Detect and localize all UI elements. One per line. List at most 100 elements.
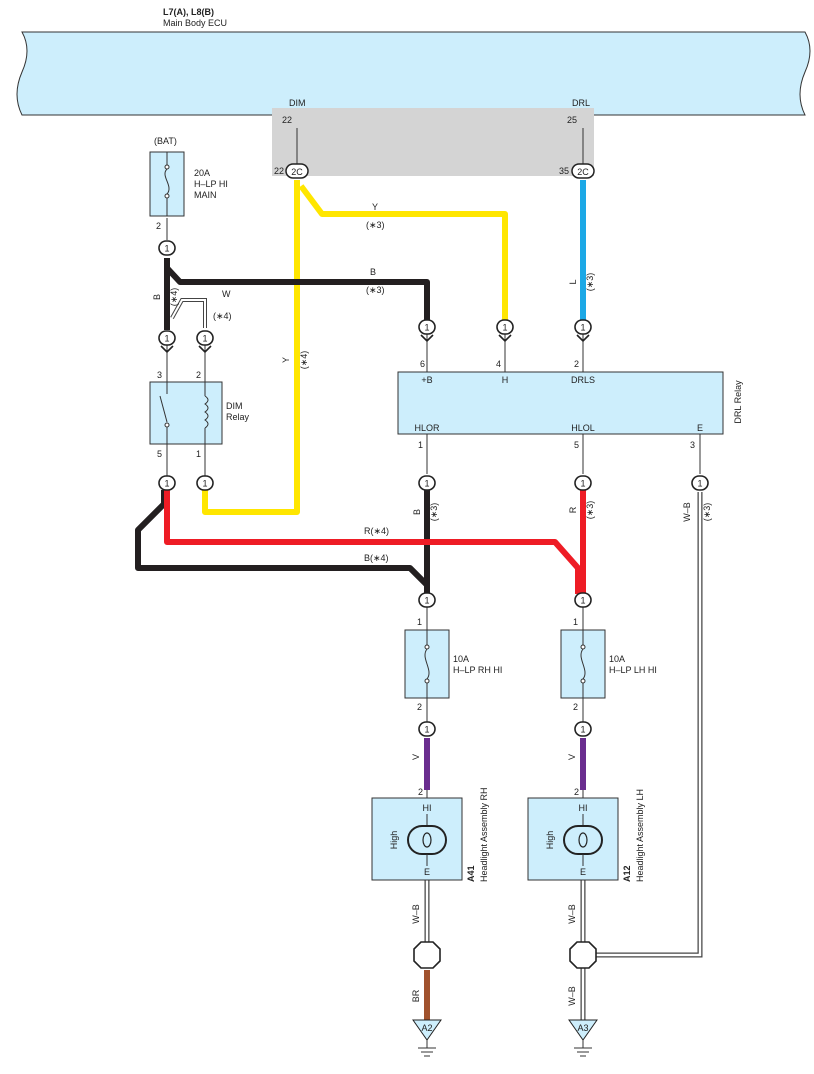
ecu-connector-drl: 2C xyxy=(571,163,595,179)
wire-label-br: BR xyxy=(411,989,421,1002)
wire-label-b-rh-note: (∗3) xyxy=(429,503,439,522)
headlight-rh xyxy=(371,797,463,881)
junction-connector: 1 xyxy=(196,330,214,354)
splice-lh xyxy=(569,941,597,969)
ecu-title: L7(A), L8(B) xyxy=(163,7,214,17)
junction-label: 1 xyxy=(424,725,429,735)
junction-label: 1 xyxy=(202,479,207,489)
fuse-rh-rating: 10A xyxy=(453,654,469,664)
ecu-drl-top-pin: 25 xyxy=(567,115,577,125)
junction-label: 1 xyxy=(697,479,702,489)
fuse-rh-name: H–LP RH HI xyxy=(453,665,502,675)
headlight-rh-hi: HI xyxy=(423,803,432,813)
fuse-main-name-2: MAIN xyxy=(194,190,217,200)
dim-relay-pin-1: 1 xyxy=(196,449,201,459)
junction-connector: 1 xyxy=(574,592,592,608)
junction-label: 1 xyxy=(580,596,585,606)
junction-connector: 1 xyxy=(691,475,709,491)
splice-rh xyxy=(413,941,441,969)
headlight-lh-id: A12 xyxy=(622,865,632,882)
ecu-drl-bottom-pin: 35 xyxy=(559,166,569,176)
junction-connectors: 1 1 1 1 1 1 1 1 1 1 1 1 1 1 1 xyxy=(158,240,709,737)
junction-label: 1 xyxy=(164,334,169,344)
fuse-main-pin: 2 xyxy=(156,221,161,231)
wire-black-b4 xyxy=(135,490,430,588)
drl-relay-label-hlor: HLOR xyxy=(414,423,440,433)
wire-label-wb-lh2: W–B xyxy=(567,986,577,1006)
drl-relay xyxy=(397,371,724,435)
fuse-lh-name: H–LP LH HI xyxy=(609,665,657,675)
headlight-rh-name: Headlight Assembly RH xyxy=(479,787,489,882)
headlight-lh-name: Headlight Assembly LH xyxy=(635,789,645,882)
headlight-lh-e: E xyxy=(580,867,586,877)
junction-connector: 1 xyxy=(158,475,176,491)
junction-label: 1 xyxy=(424,479,429,489)
fuse-lh-pin-top: 1 xyxy=(573,617,578,627)
junction-connector: 1 xyxy=(418,721,436,737)
drl-relay-pin-5: 5 xyxy=(574,440,579,450)
wire-label-w: W xyxy=(222,289,231,299)
junction-connector: 1 xyxy=(418,475,436,491)
junction-connector: 1 xyxy=(496,319,514,343)
drl-relay-name: DRL Relay xyxy=(733,380,743,424)
junction-label: 1 xyxy=(580,725,585,735)
wire-label-l-note: (∗3) xyxy=(585,273,595,292)
headlight-lh-pin: 2 xyxy=(574,787,579,797)
fuse-rh-pin-top: 1 xyxy=(417,617,422,627)
junction-connector: 1 xyxy=(574,721,592,737)
fuse-main-name-1: H–LP HI xyxy=(194,179,228,189)
wire-label-r: R xyxy=(568,506,578,513)
headlight-rh-id: A41 xyxy=(466,865,476,882)
junction-connector: 1 xyxy=(158,240,176,256)
dim-relay-name-2: Relay xyxy=(226,412,250,422)
headlight-rh-pin: 2 xyxy=(418,787,423,797)
fuse-main-rating: 20A xyxy=(194,168,210,178)
pin-leads xyxy=(166,218,701,798)
drl-relay-label-e: E xyxy=(697,423,703,433)
wire-label-l: L xyxy=(568,279,578,284)
junction-label: 1 xyxy=(580,323,585,333)
drl-relay-pin-6: 6 xyxy=(420,359,425,369)
dim-relay-pin-2: 2 xyxy=(196,370,201,380)
fuse-lh-pin-bottom: 2 xyxy=(573,702,578,712)
ground-lh-label: A3 xyxy=(577,1023,588,1033)
dim-relay-pin-3: 3 xyxy=(157,370,162,380)
wire-yellow-h xyxy=(298,184,508,320)
wire-label-b-rh: B xyxy=(412,509,422,515)
fuse-main xyxy=(149,151,185,217)
headlight-lh xyxy=(527,797,619,881)
ecu-connector-dim: 2C xyxy=(285,163,309,179)
wire-label-wb-lh: W–B xyxy=(567,904,577,924)
junction-connector: 1 xyxy=(158,330,176,354)
drl-relay-label-h: H xyxy=(502,375,509,385)
main-body-ecu xyxy=(16,31,811,116)
ground-rh-icon xyxy=(412,1019,442,1057)
dim-relay xyxy=(149,381,223,445)
junction-label: 1 xyxy=(202,334,207,344)
wire-label-w-note: (∗4) xyxy=(213,311,232,321)
ecu-drl-label: DRL xyxy=(572,98,590,108)
wire-label-b-left-note: (∗4) xyxy=(169,288,179,307)
ecu-connector-block xyxy=(272,108,594,176)
ground-rh-label: A2 xyxy=(421,1023,432,1033)
wire-label-y: Y xyxy=(372,202,378,212)
wire-label-r-note: (∗3) xyxy=(585,501,595,520)
drl-relay-label-b: +B xyxy=(421,375,432,385)
wire-label-b4: B(∗4) xyxy=(364,553,389,563)
fuse-rh xyxy=(404,629,450,699)
headlight-lh-mode: High xyxy=(545,831,555,850)
headlight-rh-mode: High xyxy=(389,831,399,850)
wire-label-v-lh: V xyxy=(567,754,577,760)
dim-relay-pin-5: 5 xyxy=(157,449,162,459)
ground-lh-icon xyxy=(568,1019,598,1057)
headlight-lh-hi: HI xyxy=(579,803,588,813)
wire-label-wb-rh: W–B xyxy=(411,904,421,924)
wire-label-y-note: (∗3) xyxy=(366,220,385,230)
drl-relay-pin-4: 4 xyxy=(496,359,501,369)
ecu-dim-top-pin: 22 xyxy=(282,115,292,125)
headlight-rh-e: E xyxy=(424,867,430,877)
junction-label: 1 xyxy=(424,323,429,333)
wire-label-r4: R(∗4) xyxy=(364,526,389,536)
junction-label: 1 xyxy=(164,244,169,254)
